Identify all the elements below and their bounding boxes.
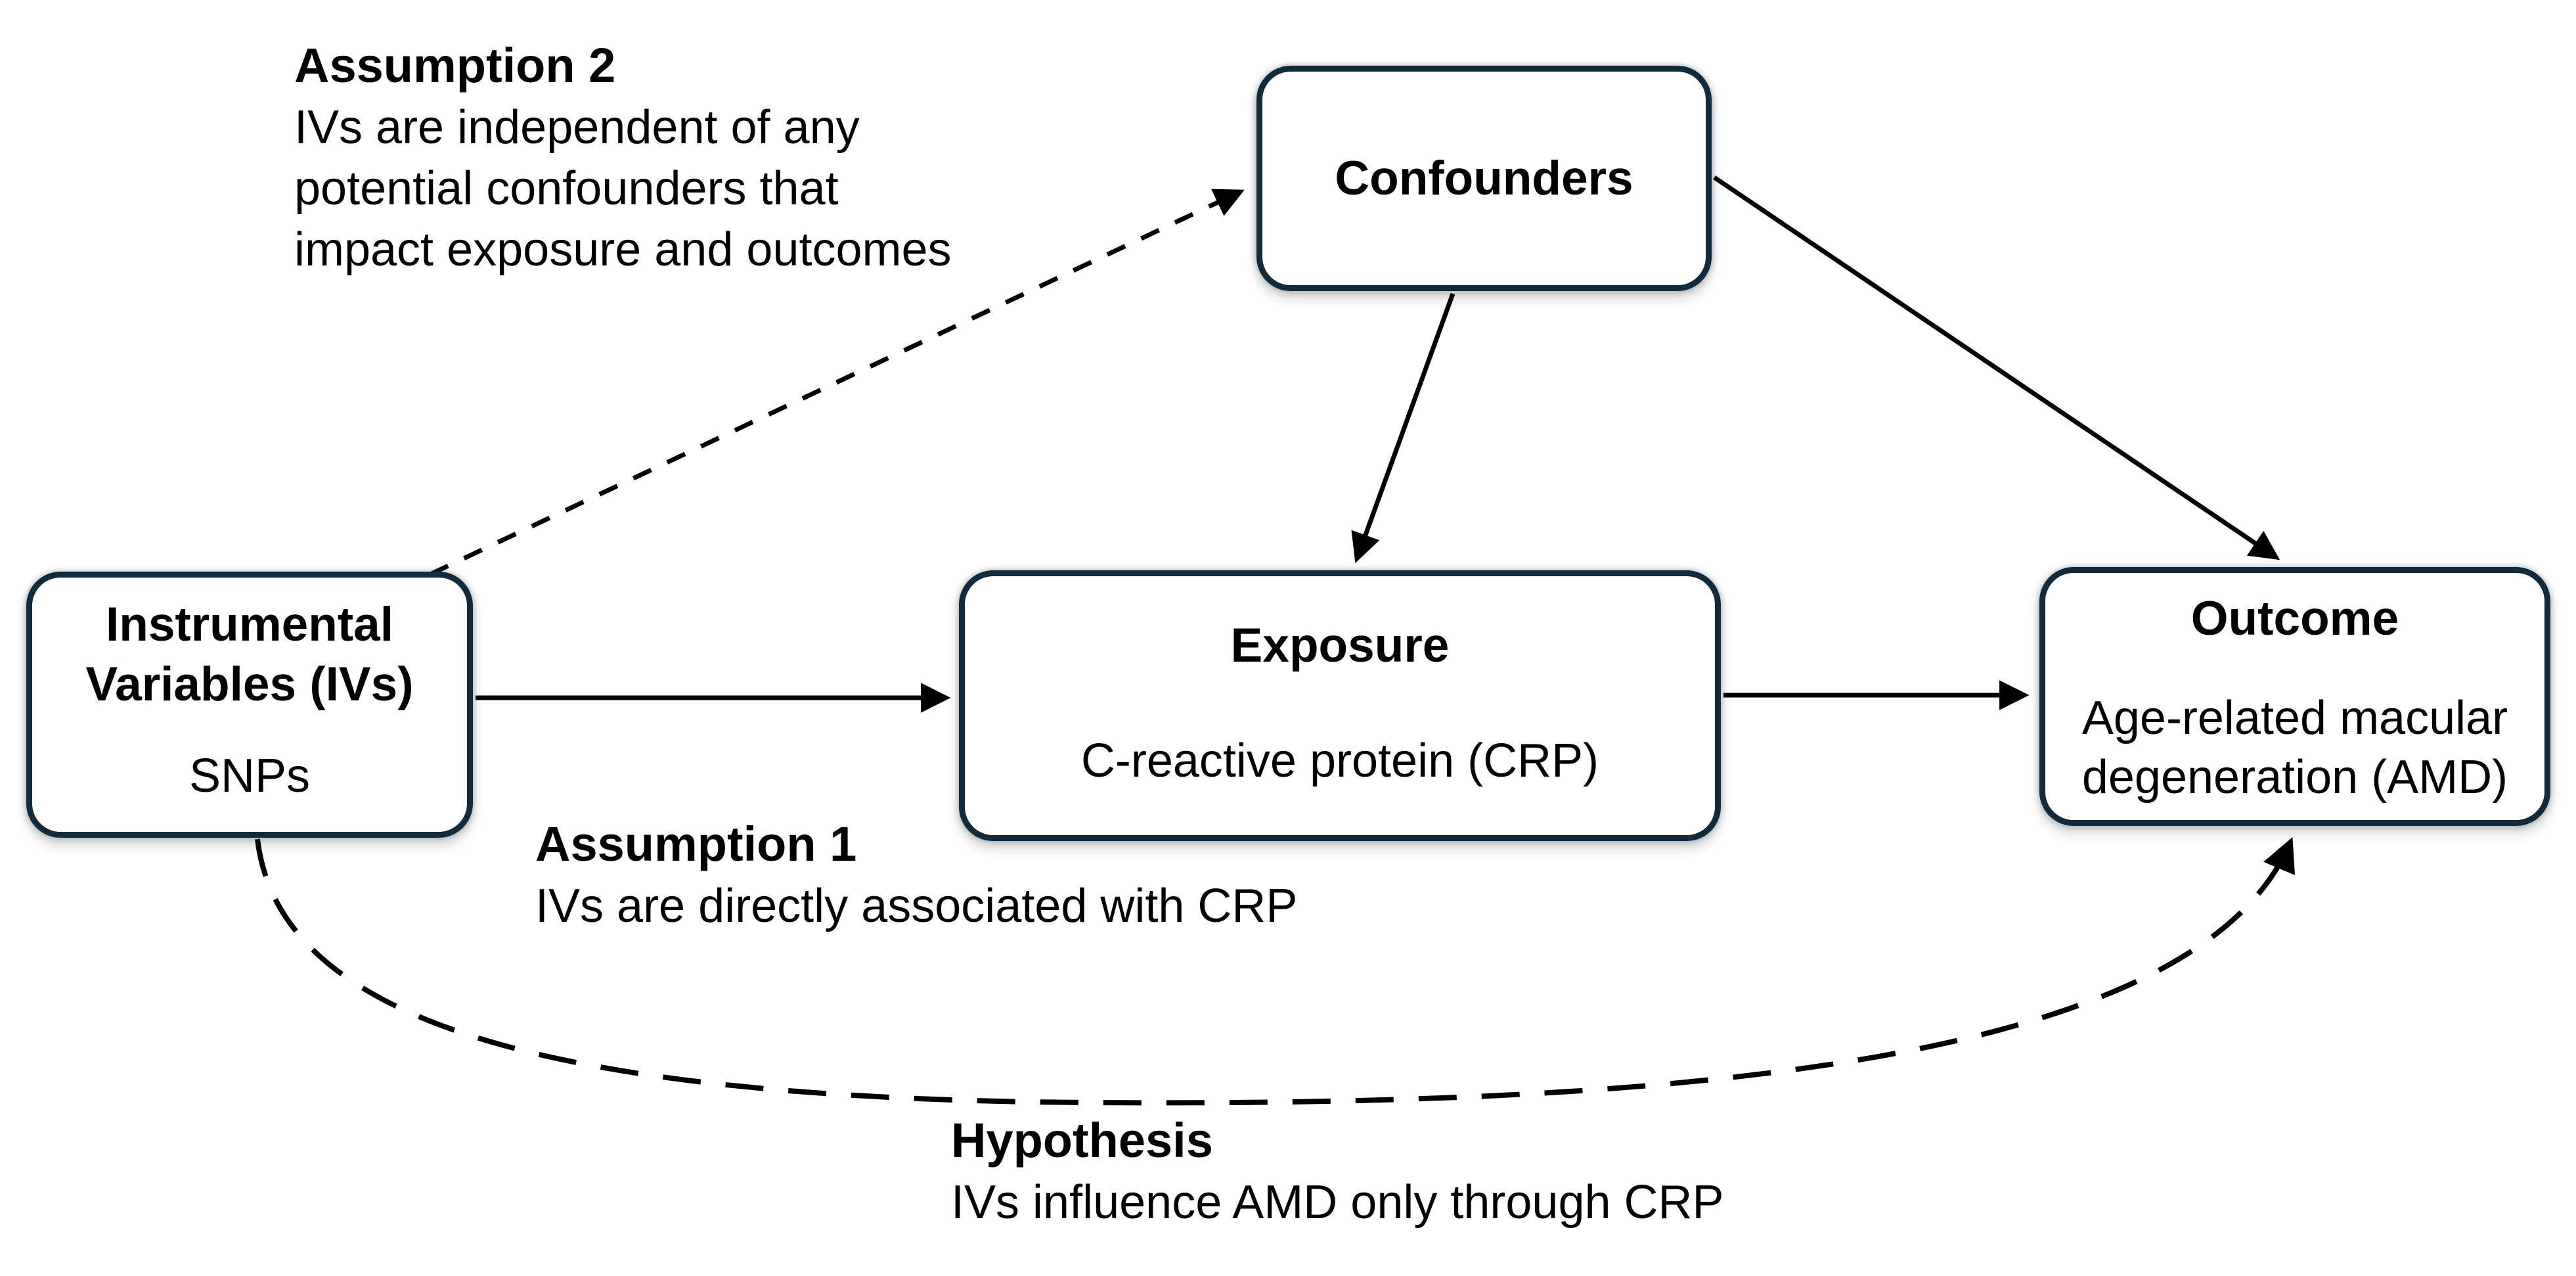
assumption1-heading: Assumption 1 [535,817,857,871]
confounders-box: Confounders [1256,66,1712,291]
outcome-box: Outcome Age-related macular degeneration… [2039,567,2550,826]
assumption2-body: IVs are independent of any potential con… [294,101,952,276]
instrumental-variables-box: Instrumental Variables (IVs) SNPs [26,572,473,838]
hypothesis-body: IVs influence AMD only through CRP [951,1176,1724,1229]
assumption1-note: Assumption 1 IVs are directly associated… [535,813,1297,937]
instrumental-variables-box-title: Instrumental Variables (IVs) [85,598,414,712]
hypothesis-heading: Hypothesis [951,1113,1213,1168]
edge-confounders-to-outcome-arrow [1713,175,2280,560]
exposure-box-title: Exposure [1230,619,1450,672]
edge-ivs-to-outcome-hypothesis-dashed-curve [255,837,2295,1106]
confounders-box-title: Confounders [1335,151,1633,205]
assumption2-heading: Assumption 2 [294,38,616,93]
outcome-box-title: Outcome [2190,592,2399,645]
hypothesis-note: Hypothesis IVs influence AMD only throug… [951,1109,1724,1233]
exposure-box: Exposure C-reactive protein (CRP) [959,570,1721,841]
exposure-box-subtitle: C-reactive protein (CRP) [1080,735,1599,787]
instrumental-variables-box-subtitle: SNPs [189,750,311,802]
assumption2-note: Assumption 2 IVs are independent of any … [294,34,952,281]
outcome-box-subtitle: Age-related macular degeneration (AMD) [2081,692,2508,804]
assumption1-body: IVs are directly associated with CRP [535,880,1298,933]
edge-confounders-to-exposure-arrow [1351,292,1455,564]
